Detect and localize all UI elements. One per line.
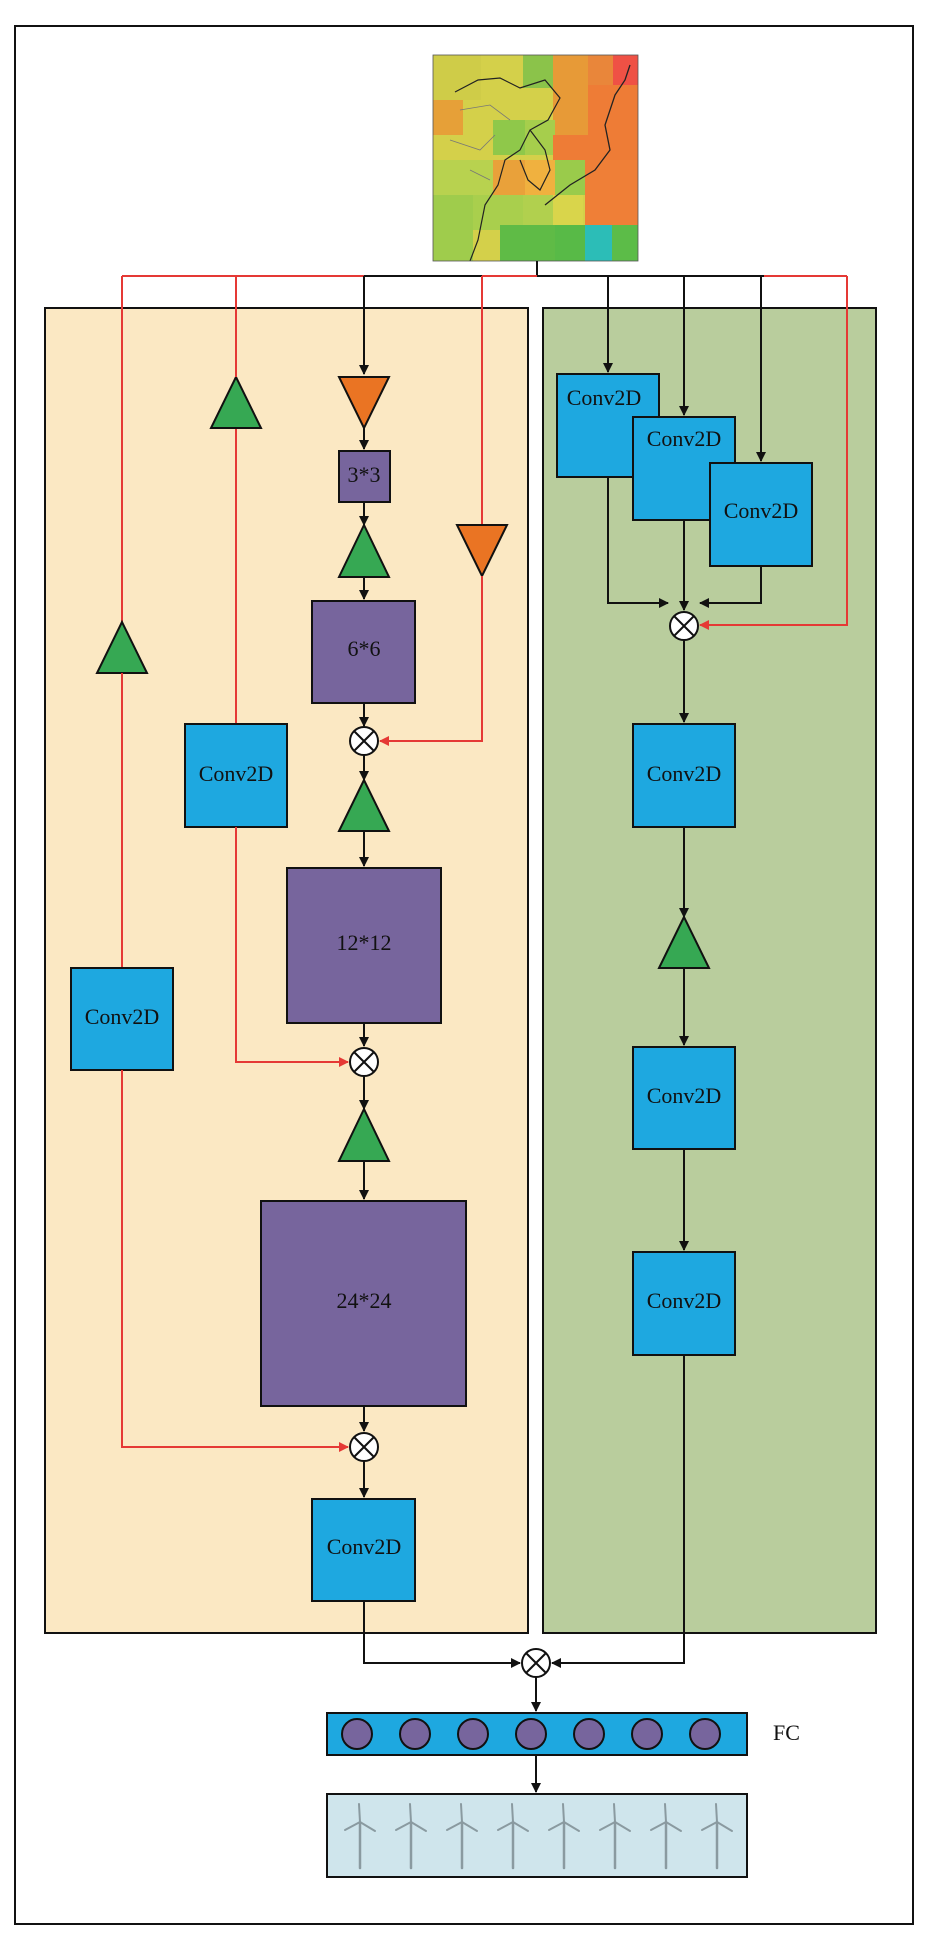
wind-turbine-icon — [701, 1803, 733, 1870]
fc-neuron — [399, 1718, 431, 1750]
pool-6x6-box — [311, 600, 416, 704]
fc-neuron — [457, 1718, 489, 1750]
pool-12x12-label: 12*12 — [337, 930, 392, 955]
output-turbines — [344, 1803, 733, 1870]
conv2d-right-5-label: Conv2D — [647, 1083, 722, 1108]
conv2d-left-a-label: Conv2D — [199, 761, 274, 786]
fc-neuron — [341, 1718, 373, 1750]
upsample-triangle — [209, 374, 263, 429]
conv2d-right-2-label: Conv2D — [647, 426, 722, 451]
fc-neuron — [689, 1718, 721, 1750]
multiply-node — [669, 611, 699, 641]
conv2d-right-4-box — [632, 723, 736, 828]
pool-3x3-label: 3*3 — [348, 462, 381, 487]
multiply-node — [521, 1648, 551, 1678]
conv2d-left-b-label: Conv2D — [85, 1004, 160, 1029]
conv2d-left-out-label: Conv2D — [327, 1534, 402, 1559]
fc-neuron — [573, 1718, 605, 1750]
fc-neurons — [341, 1718, 721, 1750]
fc-neuron — [631, 1718, 663, 1750]
conv2d-right-6-box — [632, 1251, 736, 1356]
pool-12x12-box — [286, 867, 442, 1024]
wind-turbine-icon — [446, 1803, 478, 1870]
conv2d-right-4-label: Conv2D — [647, 761, 722, 786]
multiply-node — [349, 726, 379, 756]
pool-6x6-label: 6*6 — [348, 636, 381, 661]
wind-turbine-icon — [395, 1803, 427, 1870]
pool-3x3-box — [338, 450, 391, 503]
fc-label: FC — [773, 1720, 800, 1745]
fc-neuron — [515, 1718, 547, 1750]
output-turbines-panel — [326, 1793, 748, 1878]
wind-turbine-icon — [599, 1803, 631, 1870]
conv2d-right-3-label: Conv2D — [724, 498, 799, 523]
wind-turbine-icon — [650, 1803, 682, 1870]
wind-turbine-icon — [344, 1803, 376, 1870]
pool-24x24-label: 24*24 — [337, 1288, 392, 1313]
downsample-triangle — [455, 524, 509, 579]
downsample-triangle — [337, 376, 391, 431]
conv2d-left-out-box — [311, 1498, 416, 1602]
wind-turbine-icon — [497, 1803, 529, 1870]
pool-24x24-box — [260, 1200, 467, 1407]
wind-turbine-icon — [548, 1803, 580, 1870]
multiply-node — [349, 1047, 379, 1077]
conv2d-right-1-label: Conv2D — [567, 385, 642, 410]
conv2d-right-3-box — [709, 462, 813, 567]
conv2d-right-6-label: Conv2D — [647, 1288, 722, 1313]
conv2d-left-a-box — [184, 723, 288, 828]
input-map-icon — [433, 55, 638, 261]
multiply-node — [349, 1432, 379, 1462]
